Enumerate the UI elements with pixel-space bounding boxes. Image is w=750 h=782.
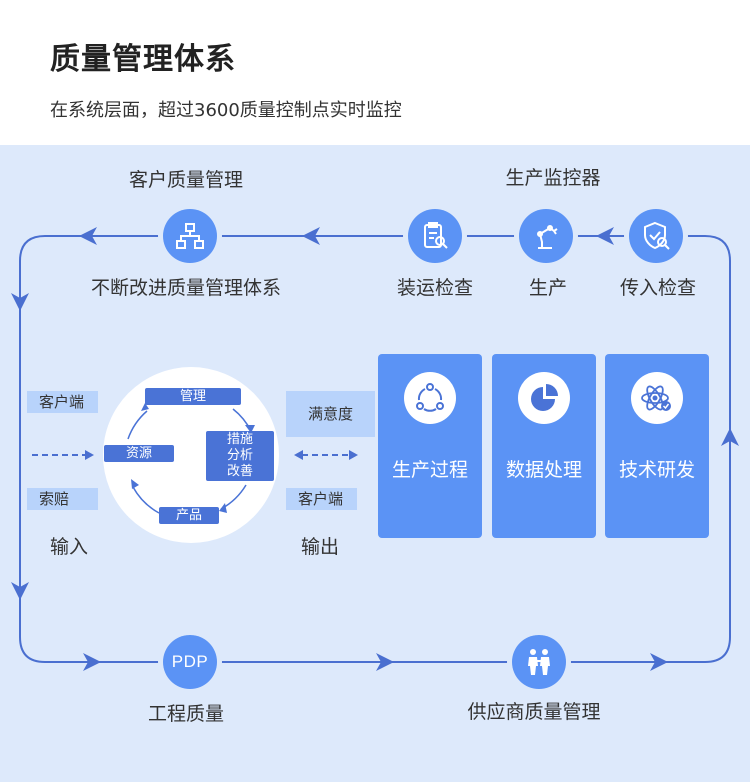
arrow-right-icon: [650, 653, 668, 671]
output-tag-satisfaction: 满意度: [286, 391, 375, 437]
arrow-right-icon: [349, 450, 358, 460]
card-tech-rnd: 技术研发: [605, 354, 709, 538]
arrow-right-icon: [376, 653, 394, 671]
cycle-nodes-icon: [416, 383, 444, 412]
org-chart-icon: [176, 223, 204, 249]
arrow-left-icon: [294, 450, 303, 460]
input-caption: 输入: [49, 536, 89, 558]
improve-system-label: 不断改进质量管理体系: [90, 277, 282, 299]
header: 质量管理体系 在系统层面，超过3600质量控制点实时监控: [0, 0, 750, 145]
robot-arm-icon: [537, 225, 558, 249]
arrow-left-icon: [596, 227, 614, 245]
arrow-icon: [131, 479, 139, 489]
page-title: 质量管理体系: [50, 42, 236, 77]
cycle-measures: 措施 分析 改善: [206, 431, 274, 481]
pie-chart-icon: [531, 384, 558, 411]
cycle-product: 产品: [159, 507, 219, 524]
people-node: [512, 635, 566, 689]
engineering-quality-label: 工程质量: [147, 703, 225, 725]
card-production-process: 生产过程: [378, 354, 482, 538]
arrow-icon: [245, 425, 255, 433]
arrow-left-icon: [79, 227, 97, 245]
arrow-left-icon: [302, 227, 320, 245]
arrow-icon: [219, 503, 227, 513]
cycle-arrows: [127, 403, 255, 514]
shield-node: [629, 209, 683, 263]
card-label: 技术研发: [618, 459, 695, 481]
output-tag-customer: 客户端: [286, 488, 357, 510]
pdp-text: PDP: [171, 652, 209, 671]
arrow-down-icon: [11, 582, 29, 600]
card-label: 数据处理: [505, 459, 582, 481]
card-data-processing: 数据处理: [492, 354, 596, 538]
transport-check-label: 装运检查: [396, 277, 474, 299]
input-tag-claim: 索赔: [27, 488, 98, 510]
arrow-up-icon: [721, 428, 739, 446]
input-tag-customer: 客户端: [27, 391, 98, 413]
shield-search-icon: [644, 221, 670, 250]
input-dashed-arrow: [32, 450, 94, 460]
people-icon: [528, 649, 550, 675]
arrow-right-icon: [85, 450, 94, 460]
clipboard-search-icon: [424, 222, 448, 249]
production-label: 生产: [528, 277, 568, 299]
pdp-node: PDP: [163, 635, 217, 689]
output-dashed-arrow: [294, 450, 358, 460]
page-subtitle: 在系统层面，超过3600质量控制点实时监控: [50, 100, 402, 121]
arrow-right-icon: [83, 653, 101, 671]
card-label: 生产过程: [391, 459, 468, 481]
cycle-resource: 资源: [104, 445, 174, 462]
supplier-quality-label: 供应商质量管理: [467, 701, 601, 723]
arrow-down-icon: [11, 293, 29, 311]
output-caption: 输出: [300, 536, 340, 558]
robot-arm-node: [519, 209, 573, 263]
org-chart-node: [163, 209, 217, 263]
production-monitor-heading: 生产监控器: [505, 167, 601, 189]
cycle-manage: 管理: [145, 388, 241, 405]
clipboard-node: [408, 209, 462, 263]
incoming-check-label: 传入检查: [619, 277, 697, 299]
atom-icon: [641, 385, 671, 411]
customer-quality-heading: 客户质量管理: [128, 169, 244, 191]
arrow-icon: [141, 403, 149, 411]
